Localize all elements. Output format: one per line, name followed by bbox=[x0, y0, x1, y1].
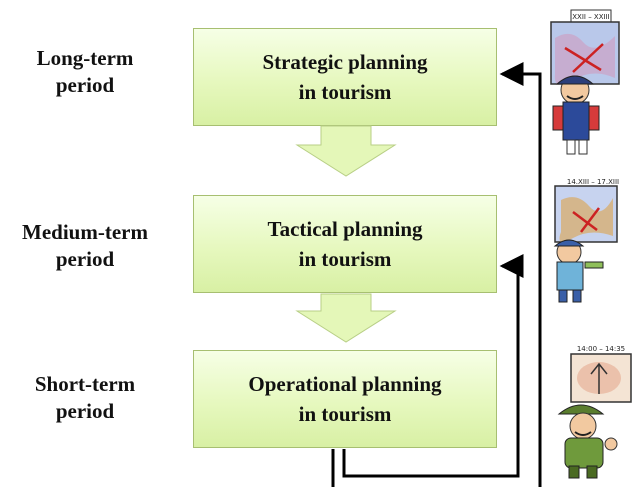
box-label-line: Operational planning bbox=[248, 372, 442, 396]
period-label-line: Short-term bbox=[34, 372, 136, 396]
tactical-planning-box: Tactical planning in tourism bbox=[193, 195, 497, 293]
period-label-line: period bbox=[55, 247, 115, 271]
down-arrow-tactical-to-operational bbox=[295, 293, 397, 343]
period-label-line: period bbox=[55, 73, 115, 97]
box-label-line: Tactical planning bbox=[267, 217, 423, 241]
period-label-medium-term: Medium-term period bbox=[0, 219, 170, 273]
period-label-long-term: Long-term period bbox=[0, 45, 170, 99]
down-arrow-strategic-to-tactical bbox=[295, 125, 397, 177]
box-label-line: in tourism bbox=[298, 402, 392, 426]
period-label-line: Long-term bbox=[36, 46, 134, 70]
feedback-arrow-to-tactical bbox=[342, 254, 524, 478]
box-label-line: in tourism bbox=[298, 80, 392, 104]
soldier-with-map-illustration-icon: 14:00 – 14:35 bbox=[557, 342, 632, 479]
feedback-arrow-to-strategic bbox=[499, 62, 542, 487]
period-label-short-term: Short-term period bbox=[0, 371, 170, 425]
illustration-caption: XXII – XXIII bbox=[572, 13, 609, 21]
general-with-map-illustration-icon: XXII – XXIII bbox=[550, 9, 620, 155]
box-label-line: in tourism bbox=[298, 247, 392, 271]
officer-with-map-illustration-icon: 14.XIII – 17.XIII bbox=[553, 176, 619, 303]
period-label-line: period bbox=[55, 399, 115, 423]
box-label-line: Strategic planning bbox=[262, 50, 428, 74]
illustration-caption: 14.XIII – 17.XIII bbox=[567, 178, 619, 186]
operational-planning-box: Operational planning in tourism bbox=[193, 350, 497, 448]
period-label-line: Medium-term bbox=[22, 220, 148, 244]
illustration-caption: 14:00 – 14:35 bbox=[577, 345, 625, 353]
